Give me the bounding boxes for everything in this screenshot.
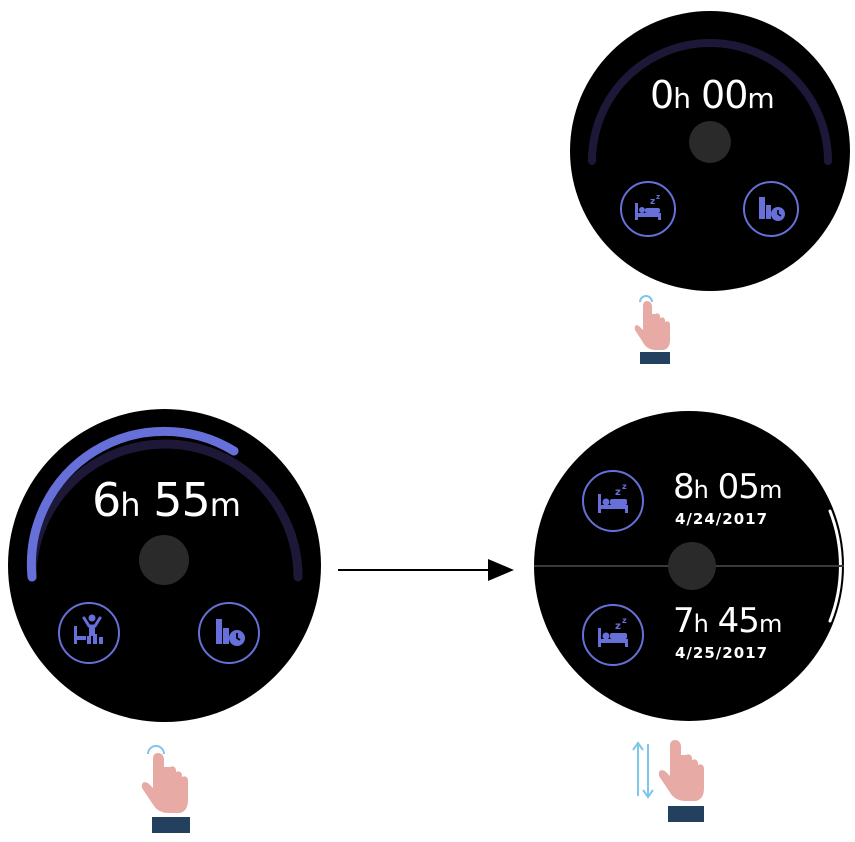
- hours-value: 0: [650, 73, 673, 117]
- hours-unit: h: [673, 82, 690, 115]
- hours-unit: h: [694, 476, 708, 504]
- history-entry-2-icon-button[interactable]: z z: [582, 604, 644, 666]
- history-entry-2-duration: 7h 45m: [673, 601, 781, 641]
- minutes-unit: m: [210, 486, 240, 524]
- sleep-duration: 0h 00m: [650, 73, 774, 117]
- minutes-unit: m: [747, 82, 773, 115]
- hours-unit: h: [694, 610, 708, 638]
- center-button[interactable]: [689, 121, 731, 163]
- wake-mode-button[interactable]: [58, 602, 120, 664]
- svg-text:z: z: [622, 616, 627, 625]
- sleeping-bed-icon: z z: [584, 606, 642, 664]
- svg-text:z: z: [615, 621, 621, 632]
- bar-chart-clock-icon: [200, 604, 258, 662]
- history-entry-2-date: 4/25/2017: [675, 644, 768, 662]
- transition-arrow: [338, 556, 518, 584]
- watch-screen-history: z z 8h 05m 4/24/2017 z z 7h 45m 4/25/201…: [534, 411, 844, 721]
- bar-chart-clock-icon: [745, 183, 797, 235]
- minutes-value: 55: [153, 473, 210, 527]
- svg-text:z: z: [650, 197, 655, 207]
- wake-up-bed-icon: [60, 604, 118, 662]
- minutes-unit: m: [759, 610, 781, 638]
- statistics-button[interactable]: [743, 181, 799, 237]
- sleeping-bed-icon: z z: [622, 183, 674, 235]
- hours-value: 6: [92, 473, 120, 527]
- history-entry-1-icon-button[interactable]: z z: [582, 470, 644, 532]
- center-button[interactable]: [668, 542, 716, 590]
- sleeping-bed-icon: z z: [584, 472, 642, 530]
- sleep-mode-button[interactable]: z z: [620, 181, 676, 237]
- minutes-value: 45: [718, 601, 759, 641]
- tap-gesture-icon: [630, 292, 674, 372]
- minutes-value: 00: [701, 73, 747, 117]
- hours-value: 7: [673, 601, 694, 641]
- hours-unit: h: [120, 486, 139, 524]
- minutes-unit: m: [759, 476, 781, 504]
- sleep-duration: 6h 55m: [92, 473, 240, 527]
- watch-screen-idle: 0h 00m z z: [570, 11, 850, 291]
- center-button[interactable]: [139, 535, 189, 585]
- watch-screen-awake: 6h 55m: [8, 409, 321, 722]
- svg-text:z: z: [615, 487, 621, 498]
- minutes-value: 05: [718, 467, 759, 507]
- swipe-vertical-gesture-icon: [628, 738, 708, 830]
- tap-gesture-icon: [138, 740, 194, 838]
- svg-text:z: z: [622, 482, 627, 491]
- statistics-button[interactable]: [198, 602, 260, 664]
- svg-text:z: z: [656, 193, 660, 201]
- history-entry-1-duration: 8h 05m: [673, 467, 781, 507]
- hours-value: 8: [673, 467, 694, 507]
- history-entry-1-date: 4/24/2017: [675, 510, 768, 528]
